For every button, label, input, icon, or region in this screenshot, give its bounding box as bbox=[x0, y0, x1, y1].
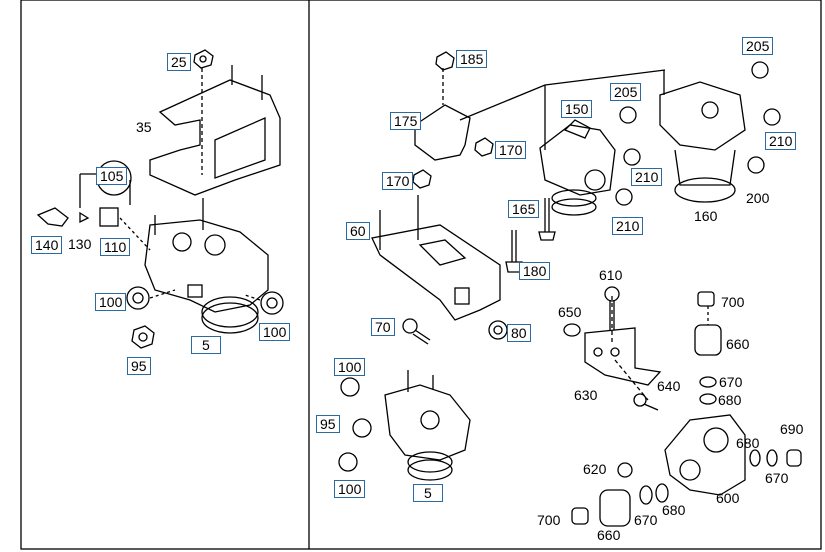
nut-170-lower-drawing bbox=[412, 169, 432, 189]
valve-600-drawing bbox=[664, 414, 746, 496]
valve-150-drawing bbox=[539, 119, 616, 216]
callout-210-c: 210 bbox=[765, 132, 797, 150]
callout-680-a: 680 bbox=[718, 392, 742, 408]
valve-5-right-drawing bbox=[338, 370, 471, 481]
bolt-165-drawing bbox=[538, 198, 556, 241]
diagram-frame bbox=[20, 0, 822, 550]
callout-205-b: 205 bbox=[742, 37, 774, 55]
nut-80-drawing bbox=[488, 320, 508, 340]
callout-5-right: 5 bbox=[413, 484, 443, 502]
callout-105: 105 bbox=[96, 167, 128, 185]
callout-670-a: 670 bbox=[719, 374, 743, 390]
bracket-630-drawing bbox=[584, 296, 662, 401]
callout-680-c: 680 bbox=[662, 502, 686, 518]
callout-700-b: 700 bbox=[537, 512, 561, 528]
valve-5-left-drawing bbox=[144, 198, 269, 334]
callout-170-lower: 170 bbox=[382, 172, 414, 190]
callout-100-right-a: 100 bbox=[334, 358, 366, 376]
callout-25: 25 bbox=[167, 53, 191, 71]
nut-170-upper-drawing bbox=[474, 137, 494, 157]
bolt-610-drawing bbox=[604, 286, 620, 330]
callout-160: 160 bbox=[694, 208, 718, 224]
callout-110: 110 bbox=[100, 238, 131, 256]
callout-620: 620 bbox=[583, 461, 607, 477]
callout-660-a: 660 bbox=[726, 336, 750, 352]
callout-640: 640 bbox=[657, 378, 681, 394]
callout-185: 185 bbox=[456, 50, 488, 68]
callout-175: 175 bbox=[390, 112, 422, 130]
valve-160-drawing bbox=[659, 70, 746, 203]
bracket-35-drawing bbox=[149, 65, 281, 196]
callout-200: 200 bbox=[746, 190, 770, 206]
callout-100-left-b: 100 bbox=[259, 323, 291, 341]
callout-130: 130 bbox=[68, 236, 92, 252]
nut-185-drawing bbox=[435, 51, 455, 71]
bracket-60-drawing bbox=[371, 195, 501, 321]
fittings-row-bottom-drawing bbox=[571, 449, 802, 527]
callout-100-left-a: 100 bbox=[95, 293, 127, 311]
callout-210-b: 210 bbox=[612, 217, 644, 235]
callout-35: 35 bbox=[136, 119, 152, 135]
callout-670-c: 670 bbox=[634, 512, 658, 528]
callout-5-left: 5 bbox=[191, 336, 221, 354]
callout-180: 180 bbox=[519, 262, 551, 280]
callout-170-upper: 170 bbox=[495, 141, 527, 159]
callout-60: 60 bbox=[346, 222, 370, 240]
callout-165: 165 bbox=[508, 200, 540, 218]
callout-690: 690 bbox=[780, 421, 804, 437]
left-small-parts-drawing bbox=[126, 286, 284, 349]
callout-210-a: 210 bbox=[631, 168, 663, 186]
callout-700-a: 700 bbox=[721, 294, 745, 310]
callout-150: 150 bbox=[561, 100, 593, 118]
fittings-700-660-drawing bbox=[694, 291, 722, 405]
callout-80: 80 bbox=[507, 324, 531, 342]
fittings-140-130-110-drawing bbox=[36, 173, 151, 251]
callout-140: 140 bbox=[31, 236, 63, 254]
bolt-640-drawing bbox=[633, 393, 659, 411]
callout-670-b: 670 bbox=[765, 470, 789, 486]
bracket-175-drawing bbox=[414, 68, 471, 161]
fittings-205-210-200-drawing bbox=[615, 61, 781, 206]
callout-600: 600 bbox=[716, 490, 740, 506]
callout-660-b: 660 bbox=[597, 527, 621, 543]
callout-205-a: 205 bbox=[610, 83, 642, 101]
callout-650: 650 bbox=[558, 304, 582, 320]
callout-680-b: 680 bbox=[736, 435, 760, 451]
washer-650-drawing bbox=[563, 323, 581, 337]
bolt-70-drawing bbox=[402, 318, 431, 345]
nut-25-drawing bbox=[193, 49, 214, 69]
callout-630: 630 bbox=[574, 387, 598, 403]
callout-70: 70 bbox=[371, 318, 395, 336]
callout-610: 610 bbox=[599, 267, 623, 283]
callout-95-right: 95 bbox=[316, 415, 340, 433]
callout-95-left: 95 bbox=[127, 357, 151, 375]
callout-100-right-b: 100 bbox=[334, 480, 366, 498]
